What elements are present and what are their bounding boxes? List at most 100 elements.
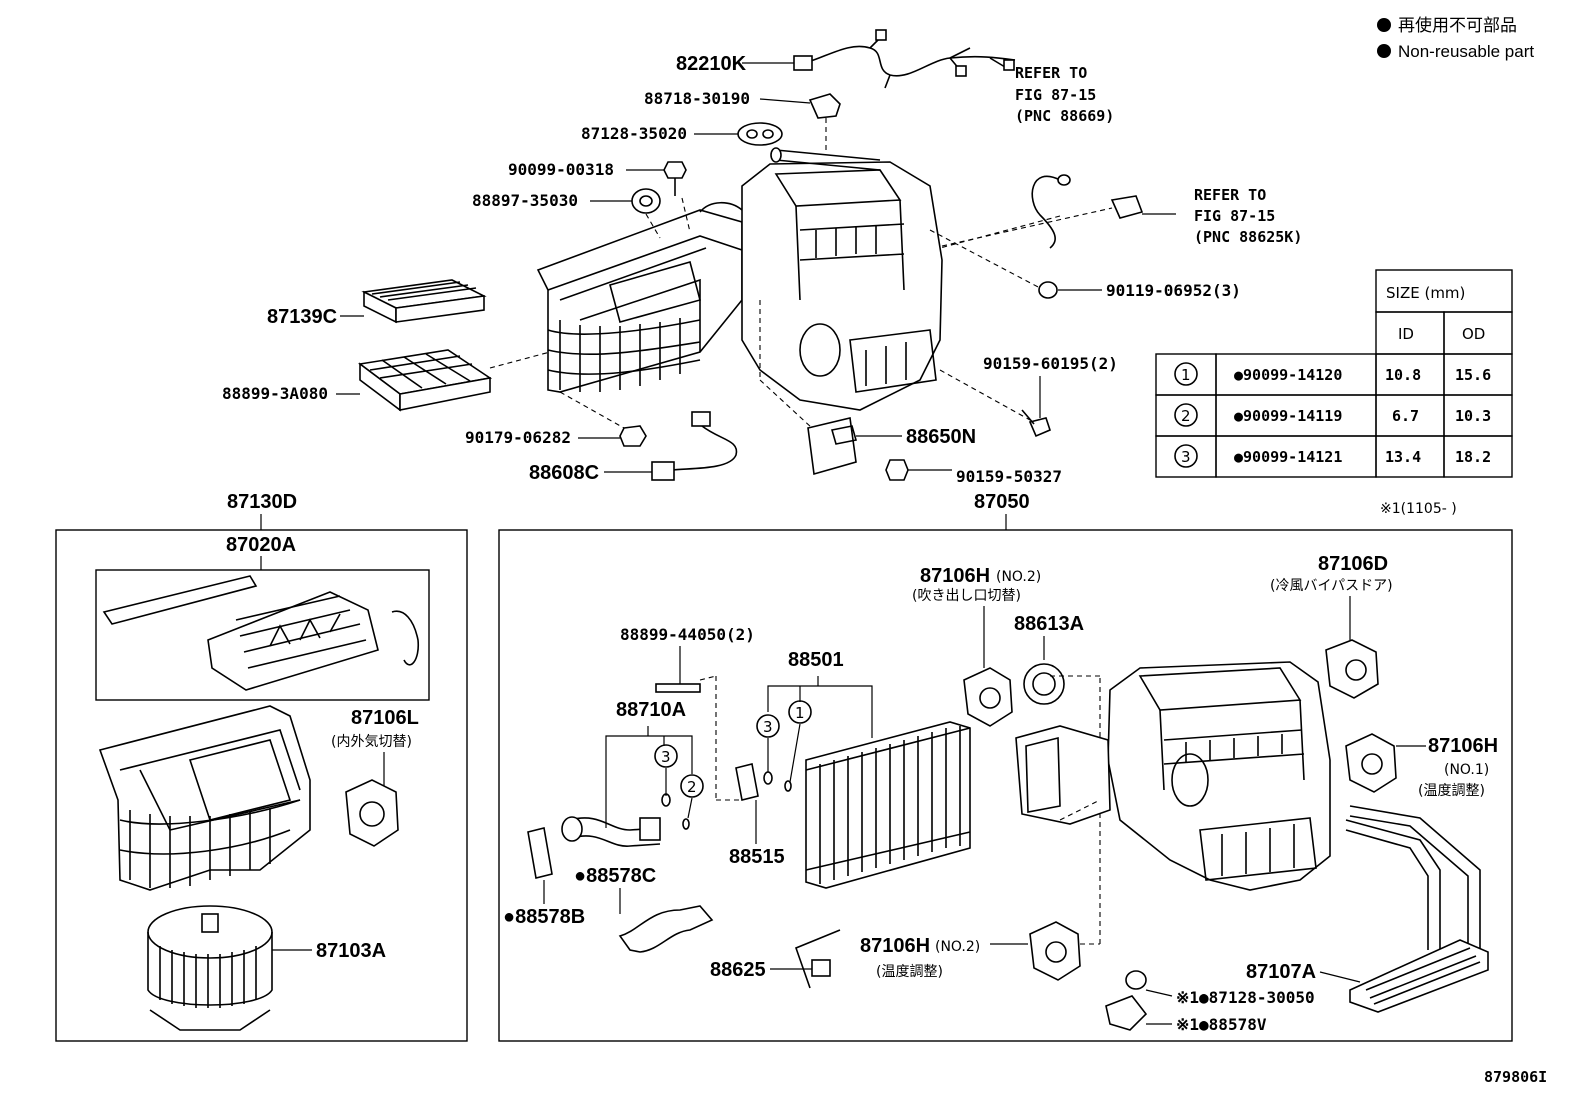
bolt-88899-44050: [655, 683, 701, 693]
clamp-88718: [808, 93, 841, 119]
label-87106h-no1: 87106H: [1428, 735, 1498, 757]
refer-1-line3: (PNC 88669): [1015, 107, 1114, 125]
cooler-insulator-88578b: [527, 827, 553, 879]
label-87106h-no2-bot: 87106H: [860, 935, 930, 957]
label-90159-60195: 90159-60195(2): [983, 354, 1118, 373]
label-88899-44050: 88899-44050(2): [620, 625, 755, 644]
actuator-87106d: [1325, 639, 1379, 699]
actuator-87106h-no2-top: [963, 667, 1013, 727]
harness-88669: [1031, 174, 1071, 249]
table-size-header: SIZE (mm): [1386, 284, 1465, 302]
table-col-od: OD: [1462, 325, 1485, 343]
wire-harness-82210k: [793, 29, 1016, 89]
label-87128-30050: ※1●87128-30050: [1176, 988, 1315, 1007]
label-87130d: 87130D: [227, 491, 297, 513]
label-87106l: 87106L: [351, 707, 419, 729]
blower-case-upper-87020a: [102, 575, 420, 691]
sensor-88608c: [651, 411, 738, 481]
table-row2-id: 6.7: [1392, 407, 1419, 425]
label-87050: 87050: [974, 491, 1030, 513]
label-88578b: ●88578B: [503, 906, 585, 928]
grommet-87128: [737, 122, 783, 146]
label-87106h-no1-suffix: (NO.1): [1444, 762, 1489, 778]
heater-core-87107a: [1345, 805, 1489, 1013]
blower-motor-87103a: [147, 905, 273, 1031]
connector-88625k: [1110, 195, 1144, 219]
legend: 再使用不可部品 Non-reusable part: [1377, 15, 1534, 61]
duct-lower: [1015, 725, 1111, 825]
label-87106h-no2-top-jp: (吹き出し口切替): [912, 588, 1021, 604]
refer-1-line2: FIG 87-15: [1015, 86, 1096, 104]
insulator-88578v: [1105, 995, 1148, 1031]
label-90099-00318: 90099-00318: [508, 160, 614, 179]
label-87106h-no1-jp: (温度調整): [1418, 783, 1485, 799]
label-88515: 88515: [729, 846, 785, 868]
refer-2-line3: (PNC 88625K): [1194, 228, 1302, 246]
actuator-87106h-no1: [1345, 733, 1397, 793]
actuator-87106l: [345, 779, 399, 847]
table-row1-od: 15.6: [1455, 366, 1491, 384]
bolt-90179: [619, 425, 647, 447]
heater-unit-upper: [699, 161, 943, 411]
screw-90159-60195: [1021, 409, 1051, 438]
figure-code: 879806I: [1484, 1068, 1547, 1086]
label-88613a: 88613A: [1014, 613, 1084, 635]
box-87050: [498, 529, 1513, 1042]
label-87106l-jp: (内外気切替): [331, 734, 412, 750]
grommet-87128-30050: [1125, 970, 1147, 990]
actuator-87106h-no2-bot: [1029, 921, 1081, 981]
table-row2-no: 2: [1181, 407, 1191, 425]
table-row3-id: 13.4: [1385, 448, 1421, 466]
label-90159-50327: 90159-50327: [956, 467, 1062, 486]
label-88710a: 88710A: [616, 699, 686, 721]
blower-housing-upper: [536, 209, 743, 393]
box-87020a: [95, 569, 430, 701]
label-88650n: 88650N: [906, 426, 976, 448]
bracket-88625: [794, 929, 841, 989]
label-90179-06282: 90179-06282: [465, 428, 571, 447]
table-row3-part: ●90099-14121: [1234, 448, 1342, 466]
legend-bullet-2: [1377, 44, 1391, 58]
label-88899-3a080: 88899-3A080: [222, 384, 328, 403]
heater-unit-lower: [1107, 661, 1331, 891]
seal-88897: [631, 188, 661, 214]
label-87106d-jp: (冷風バイパスドア): [1270, 578, 1393, 594]
label-88625: 88625: [710, 959, 766, 981]
gear-88613a: [1023, 663, 1065, 705]
label-87106d: 87106D: [1318, 553, 1388, 575]
label-87106h-no2-bot-suffix: (NO.2): [935, 939, 980, 955]
label-87020a: 87020A: [226, 534, 296, 556]
table-row3-no: 3: [1181, 448, 1191, 466]
label-87106h-no2-top: 87106H: [920, 565, 990, 587]
table-row1-no: 1: [1181, 366, 1191, 384]
cooler-insulator-88578c: [618, 905, 714, 953]
callout-2-pipe: 2: [687, 778, 697, 796]
label-87106h-no2-bot-jp: (温度調整): [876, 964, 943, 980]
callout-1-evap: 1: [795, 704, 805, 722]
refer-2-line2: FIG 87-15: [1194, 207, 1275, 225]
legend-bullet-1: [1377, 18, 1391, 32]
evaporator-88501: [805, 721, 971, 889]
table-row1-id: 10.8: [1385, 366, 1421, 384]
label-88897-35030: 88897-35030: [472, 191, 578, 210]
table-col-id: ID: [1398, 325, 1414, 343]
pipes-upper: [770, 147, 881, 171]
table-row2-part: ●90099-14119: [1234, 407, 1342, 425]
callout-3-evap: 3: [763, 718, 773, 736]
refer-1-line1: REFER TO: [1015, 64, 1087, 82]
blower-case-lower: [98, 705, 311, 891]
label-82210k: 82210K: [676, 53, 747, 75]
label-88608c: 88608C: [529, 462, 599, 484]
box-87130d: [55, 529, 468, 1042]
label-88718-30190: 88718-30190: [644, 89, 750, 108]
footnote-1105: ※1(1105- ): [1380, 501, 1457, 517]
callout-3-pipe: 3: [661, 748, 671, 766]
legend-jp: 再使用不可部品: [1398, 15, 1517, 35]
valve-88515: [735, 763, 759, 801]
label-90119-06952: 90119-06952(3): [1106, 281, 1241, 300]
screw-90099-00318: [663, 161, 687, 196]
size-table: SIZE (mm) ID OD 1 ●90099-14120 10.8 15.6…: [1155, 269, 1513, 478]
label-88578v: ※1●88578V: [1176, 1015, 1267, 1034]
screw-90119: [1038, 281, 1058, 299]
